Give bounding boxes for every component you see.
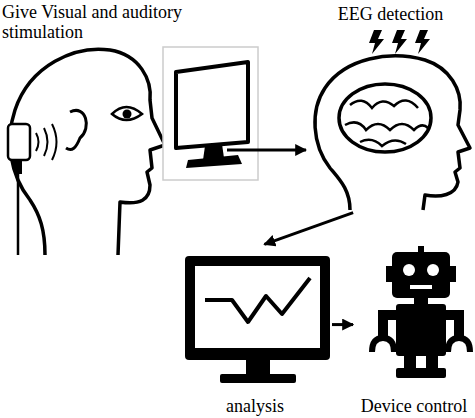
monitor-stand [246,360,270,375]
flow-arrow [332,323,353,326]
illustration-node: analysis [180,245,330,418]
robot-claw [448,338,470,352]
caption: analysis [226,396,284,416]
robot-eye [427,264,439,276]
flow-arrow [227,149,306,152]
pupil [123,110,132,119]
robot-leg [426,356,438,370]
monitor-frame [163,47,258,180]
earphone [8,124,30,160]
monitor-base [186,155,242,168]
monitor-screen [176,62,248,148]
illustration-node: Device control [355,245,473,418]
monitor-frame [185,256,330,360]
caption: EEG detection [338,4,443,24]
brain [339,84,431,152]
robot-claw [372,338,394,352]
lightning-bolt [392,30,407,54]
caption: Device control [361,396,467,416]
earphone-cable [17,174,20,255]
flow-arrow [264,213,353,245]
robot-eye [403,264,415,276]
caption: Give Visual and auditory stimulation [2,2,217,42]
eye [112,107,142,120]
ear [66,110,86,149]
robot-leg [404,356,416,370]
robot-ear [450,266,456,282]
lightning-bolt [415,30,430,54]
signal-graph [205,278,310,322]
head-profile [315,56,470,210]
monitor-base [220,374,296,383]
robot-body [396,304,446,356]
robot-base [396,368,446,378]
monitor-screen [195,266,320,348]
lightning-bolt [369,30,384,54]
brain-folds [345,100,428,146]
robot-mouth [410,285,432,289]
robot-head [392,252,450,298]
illustration-node: EEG detection [308,0,473,212]
robot-neck [414,298,428,304]
head-profile [10,49,165,255]
illustration-node: Give Visual and auditory stimulation [0,0,225,265]
earphone-plug [14,160,22,174]
robot-ear [386,266,392,282]
sound-wave [36,124,57,160]
